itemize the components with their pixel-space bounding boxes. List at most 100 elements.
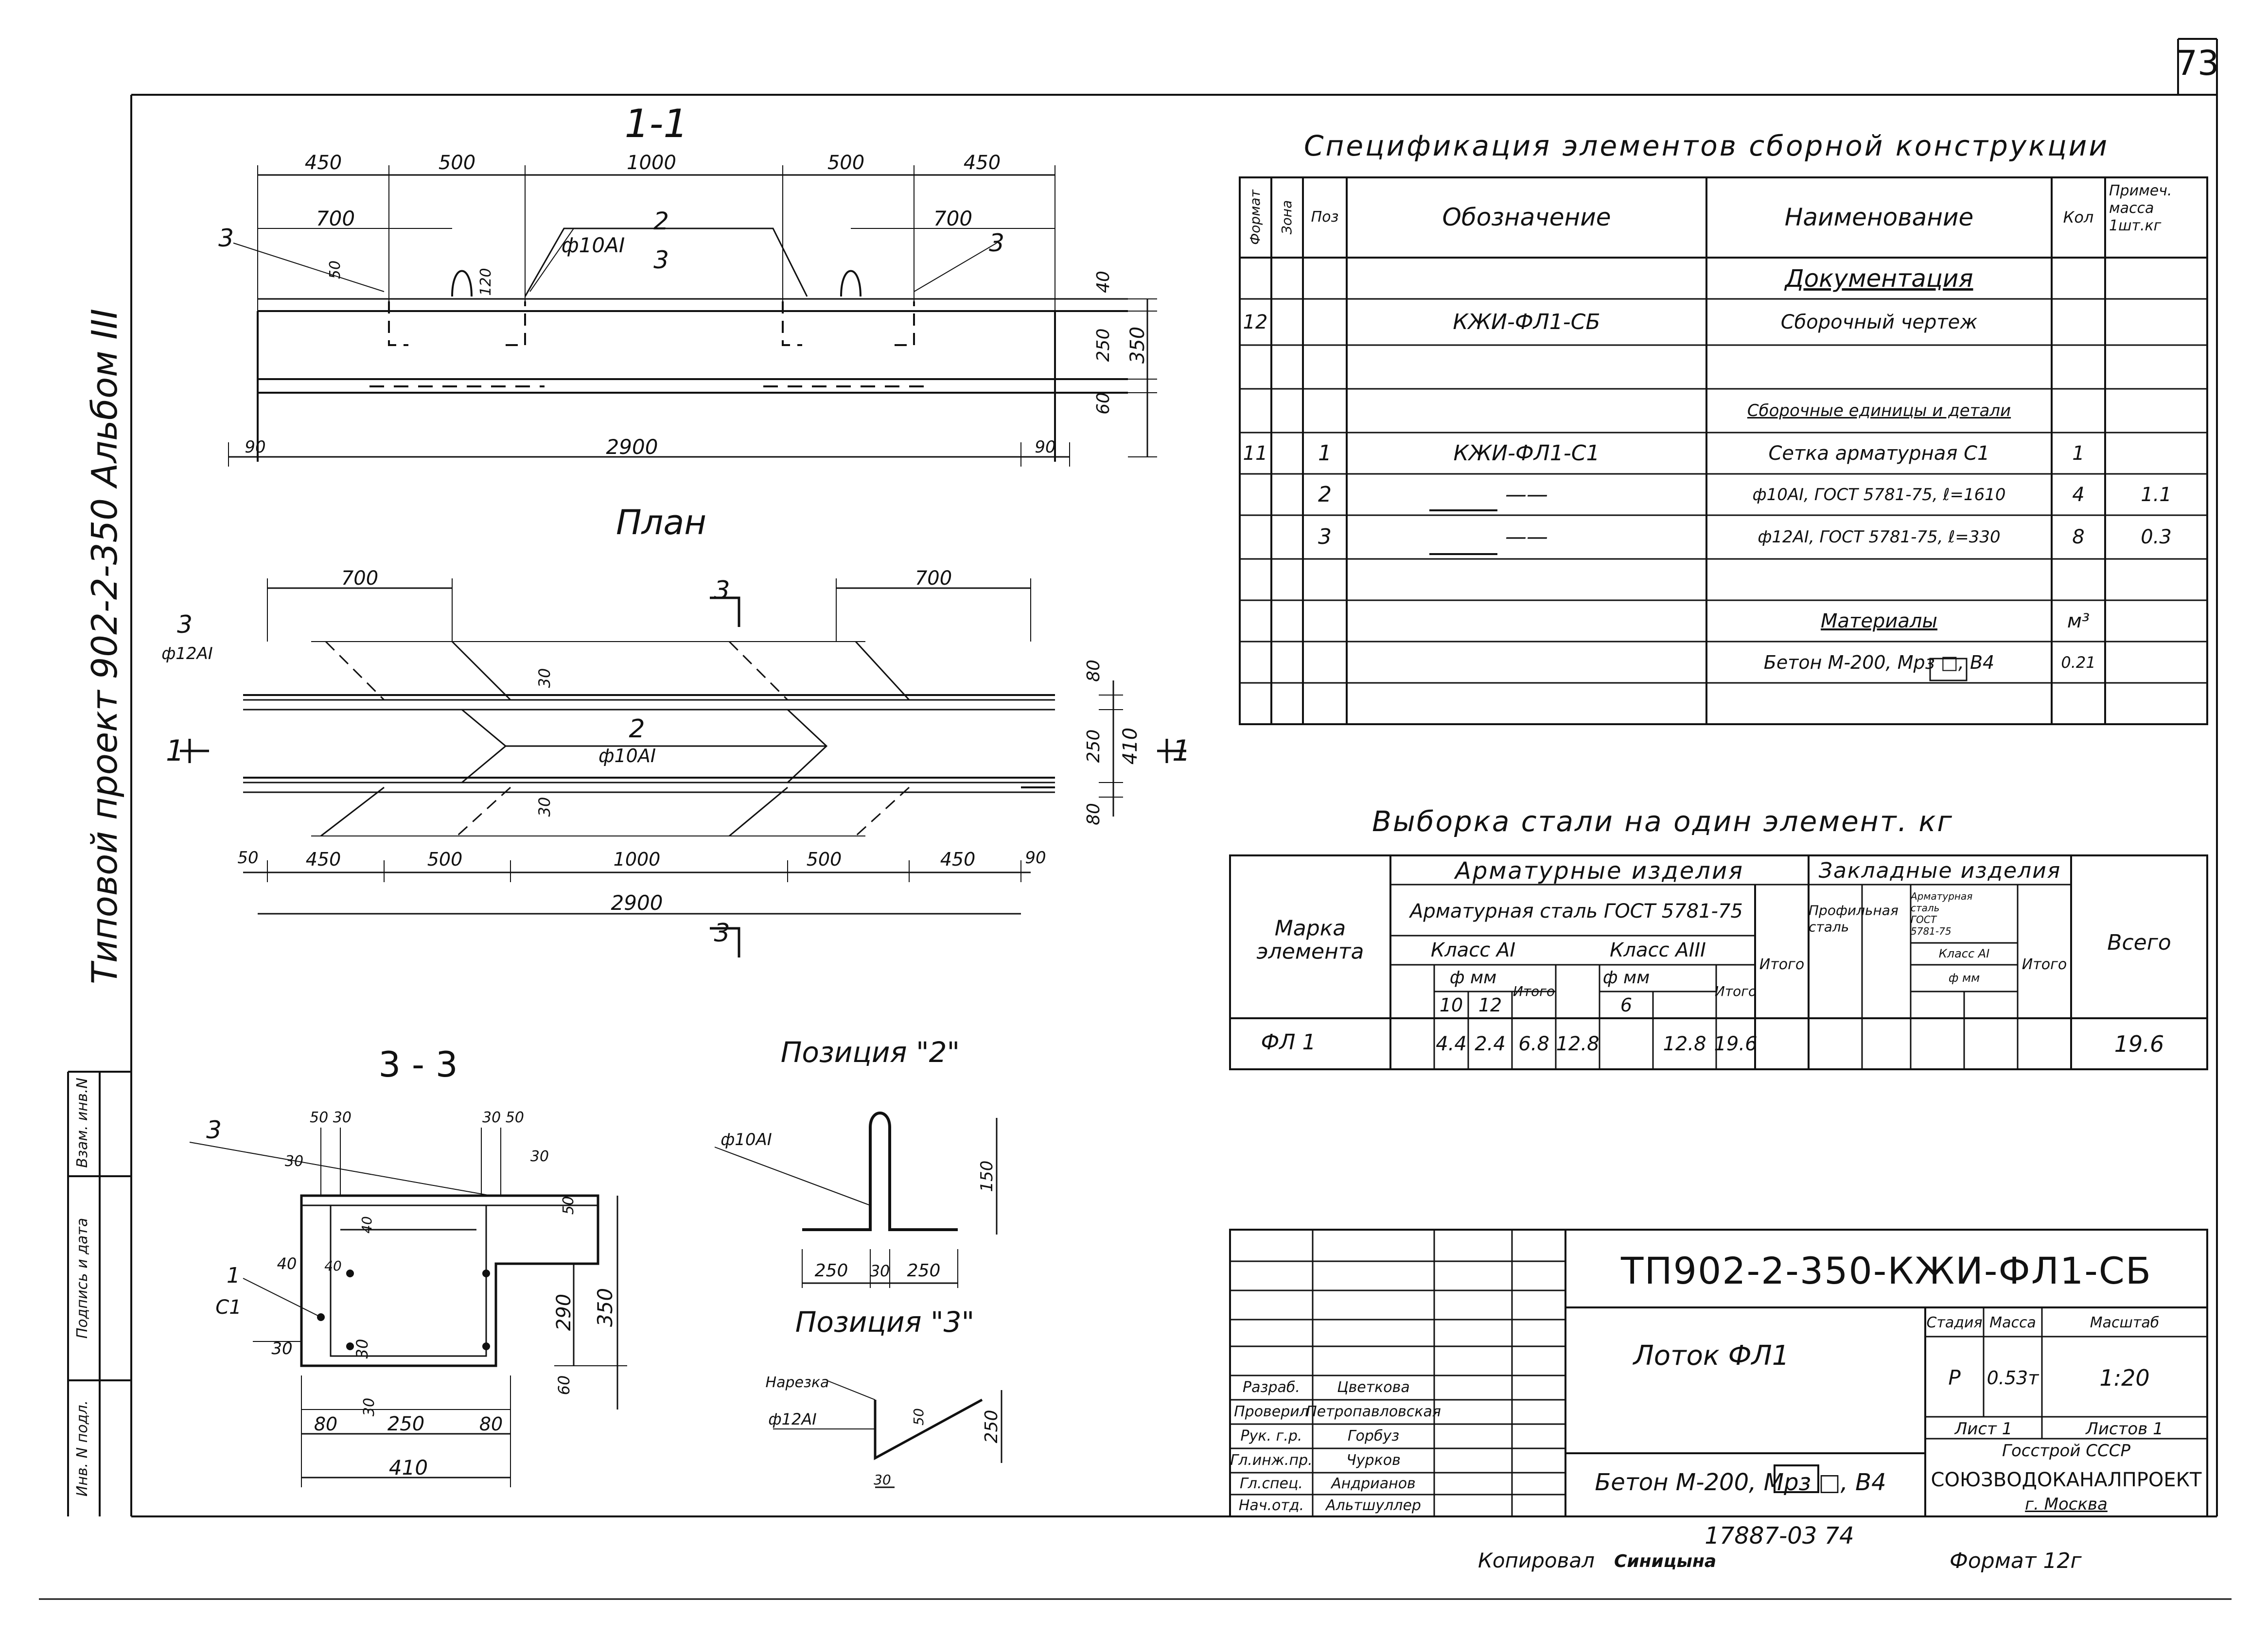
position-2-title: Позиция "2" [780,1036,960,1069]
plan-cut-mark-left: 1 [165,734,185,768]
plan-dim-bottom-450-right: 450 [940,849,976,870]
dim-right-250: 250 [1093,328,1113,362]
steel-h-arm-items: Арматурные изделия [1455,857,1744,885]
position-2-dim-250-left: 250 [814,1261,848,1281]
dim-bottom-90-right: 90 [1035,437,1056,457]
spec-row-pos: 1 [1318,440,1332,466]
sec33-dim-350: 350 [593,1288,617,1327]
page-number: 73 [2176,43,2219,83]
plan-dim-700-right: 700 [914,567,952,590]
spec-row-name: Документация [1785,264,1973,293]
sec33-label-1: 1 [227,1263,240,1288]
sec33-dim-50: 50 [560,1196,577,1215]
spec-row-qty: 1 [2072,442,2085,465]
dim-right-60: 60 [1093,392,1113,415]
position-2-dim-30: 30 [870,1262,890,1280]
sec33-dim-40-b: 40 [277,1254,297,1273]
tb-person: Петропавловская [1306,1403,1441,1420]
plan-title: План [615,503,707,542]
steel-h-emb-items: Закладные изделия [1818,858,2061,883]
position-2-height: 150 [977,1160,997,1192]
spec-h-format: Формат [1247,190,1263,245]
plan-dim-bottom-90: 90 [1025,848,1046,868]
spec-row-qty: м³ [2067,609,2090,632]
spec-row-qty: 0.21 [2061,653,2096,672]
footer-format: Формат 12г [1950,1549,2082,1573]
steel-h-dia-a3: ф мм [1602,968,1650,988]
spec-title: Спецификация элементов сборной конструкц… [1303,129,2110,162]
tb-role: Проверил [1234,1403,1309,1420]
spec-row-designation: —— [1505,482,1548,507]
pos-3-mid: 3 [653,246,669,274]
sec33-label-3: 3 [206,1116,222,1144]
steel-row-itogo: 19.6 [1714,1033,1758,1055]
tb-scale: 1:20 [2099,1365,2150,1391]
plan-dim-right-410: 410 [1119,727,1142,765]
spec-h-zone: Зона [1279,200,1295,235]
spec-h-qty: Кол [2063,208,2094,226]
steel-h-emb-arm: Арматурная сталь ГОСТ 5781-75 [1911,890,1973,937]
section-1-1-title: 1-1 [624,101,688,146]
spec-row-pos: 2 [1318,482,1332,507]
section-1-1-lines [228,165,1157,467]
position-2-dim-250-right: 250 [907,1261,941,1281]
tb-role: Нач.отд. [1238,1497,1304,1514]
steel-h-mark: Марка элемента [1256,916,1364,964]
spec-row-qty: 4 [2072,483,2085,506]
plan-dim-bottom-500-left: 500 [427,849,463,870]
steel-h-profile: Профильная сталь [1809,902,1899,935]
tb-org3: г. Москва [2025,1495,2108,1514]
sec33-dim-30-right: 30 [530,1148,549,1165]
dim-top-4: 500 [827,152,865,174]
footer-number: 17887-03 74 [1705,1522,1854,1549]
section-3-3-lines [189,1128,627,1487]
spec-row-format: 12 [1243,311,1268,333]
sec33-dim-60: 60 [555,1375,573,1395]
plan-pos-2-dia: ф10АI [598,745,656,766]
dim-top-5: 450 [963,152,1001,174]
steel-h-itogo-arm: Итого [1759,956,1805,973]
spec-row-note: 0.3 [2141,526,2172,548]
footer-copied: Копировал [1478,1549,1595,1572]
sec33-dim-30-inner: 30 [353,1339,371,1359]
steel-title: Выборка стали на один элемент. кг [1372,805,1953,838]
dim-50: 50 [327,260,344,279]
tb-mass-h: Масса [1989,1314,2036,1331]
plan-dim-bottom-450-left: 450 [305,849,341,870]
steel-h-class-a1: Класс АI [1430,939,1516,961]
position-3-dim-50: 50 [911,1408,927,1426]
position-3-title: Позиция "3" [795,1305,975,1339]
steel-row-mark: ФЛ 1 [1261,1030,1316,1055]
steel-h-itogo-a3: Итого [1714,983,1757,999]
plan-lines [180,578,1186,957]
plan-bar-3-dia: ф12АI [161,644,213,663]
steel-row-d6: 12.8 [1556,1033,1600,1055]
steel-h-dia-a1: ф мм [1449,968,1497,988]
plan-dim-30-top: 30 [535,668,554,688]
steel-h-emb-itogo: Итого [2022,956,2067,973]
steel-row-d12: 2.4 [1475,1033,1506,1055]
tb-mass: 0.53т [1987,1367,2039,1389]
dim-700-left: 700 [316,207,355,230]
sec33-dim-30-left: 30 [284,1153,304,1170]
steel-h-12: 12 [1478,994,1502,1016]
tb-person: Чурков [1346,1452,1401,1469]
stamp-cell-signature: Подпись и дата [74,1218,91,1339]
plan-dim-bottom-2900: 2900 [611,891,663,915]
steel-h-10: 10 [1439,994,1463,1016]
tb-role: Рук. г.р. [1240,1427,1302,1445]
plan-dim-700-left: 700 [341,567,379,590]
sec33-dim-40-c: 40 [324,1258,342,1274]
position-details-lines [714,1112,1002,1488]
spec-h-name: Наименование [1784,203,1974,231]
plan-cut-mark-right: 1 [1172,734,1191,768]
steel-h-emb-class: Класс АI [1938,947,1990,960]
spec-row-name: Сборочный чертеж [1780,311,1978,333]
tb-sheets: Листов 1 [2086,1419,2163,1439]
position-3-dim-30: 30 [874,1472,891,1488]
title-block-lines [1229,1229,2208,1517]
tb-org1: Госстрой СССР [2002,1441,2130,1461]
tb-sheet: Лист 1 [1954,1419,2013,1439]
spec-h-pos: Поз [1311,209,1339,226]
